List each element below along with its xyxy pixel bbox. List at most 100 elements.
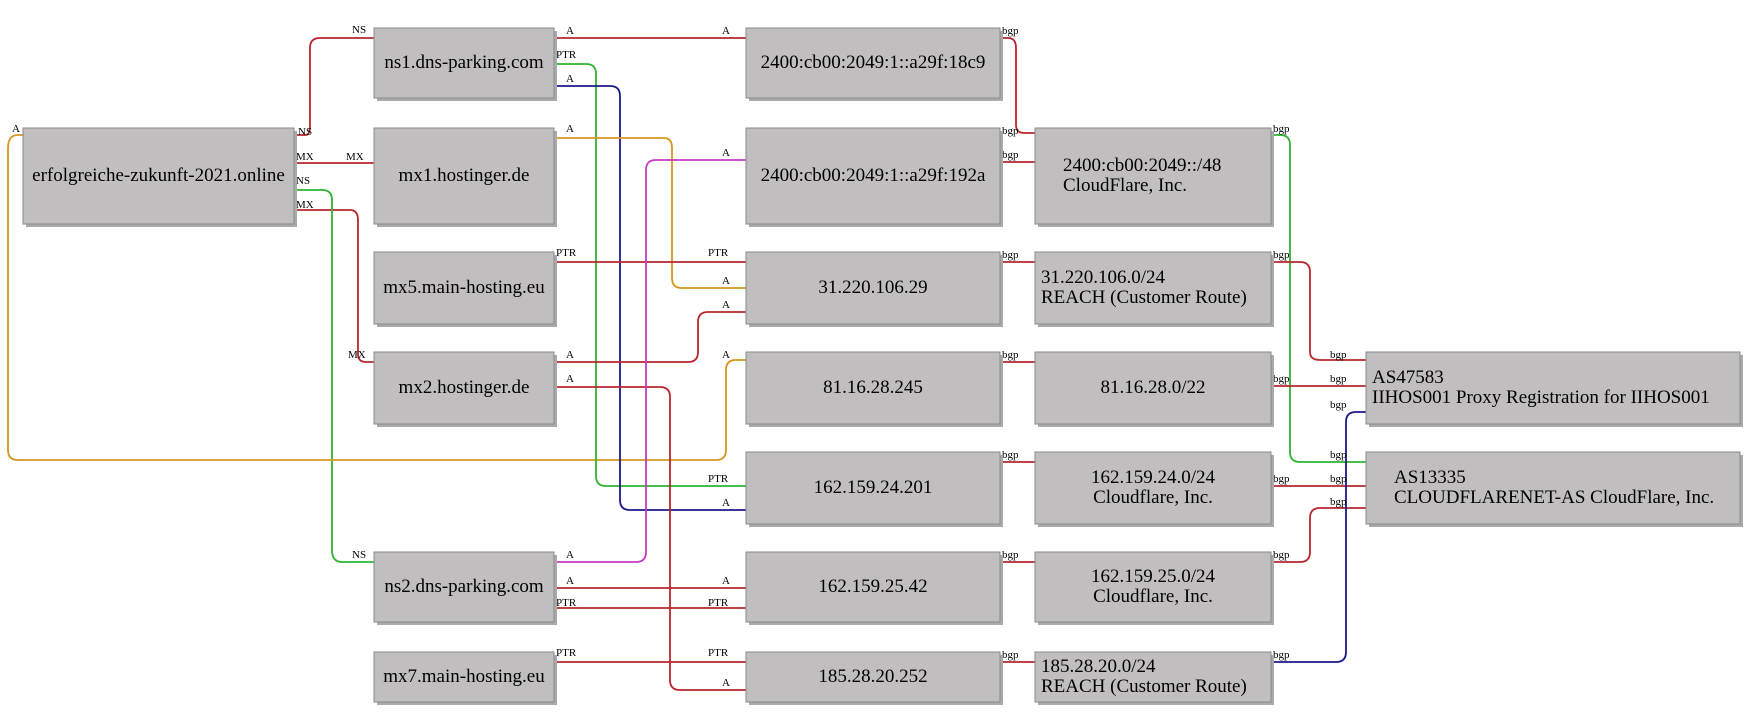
- edge-label: MX: [296, 151, 314, 163]
- node-box: [745, 551, 1001, 623]
- node-box: [1034, 451, 1272, 525]
- edge-label: A: [566, 373, 574, 385]
- node-label: AS13335: [1394, 467, 1466, 488]
- node-label: mx1.hostinger.de: [399, 165, 530, 186]
- edge-label: bgp: [1330, 473, 1347, 485]
- node-ns2[interactable]: ns2.dns-parking.com: [373, 551, 557, 625]
- edge-label: bgp: [1330, 496, 1347, 508]
- node-mx1[interactable]: mx1.hostinger.de: [373, 127, 557, 227]
- node-ip31[interactable]: 31.220.106.29: [745, 251, 1003, 327]
- edge-domain-to-mx2: [294, 209, 374, 363]
- node-mx5[interactable]: mx5.main-hosting.eu: [373, 251, 557, 327]
- node-label: 185.28.20.252: [818, 666, 927, 687]
- edge-label: bgp: [1273, 123, 1290, 135]
- node-ip162a[interactable]: 162.159.24.201: [745, 451, 1003, 527]
- edge-label: NS: [352, 24, 366, 36]
- node-label: 2400:cb00:2049:1::a29f:192a: [761, 165, 986, 186]
- edge-pfx162b-to-as13335: [1271, 507, 1366, 563]
- node-domain[interactable]: erfolgreiche-zukunft-2021.online: [22, 127, 297, 227]
- edge-label: PTR: [556, 647, 577, 659]
- edge-label: A: [566, 575, 574, 587]
- edge-label: bgp: [1002, 125, 1019, 137]
- node-box: [22, 127, 295, 225]
- edge-label: bgp: [1002, 249, 1019, 261]
- node-ip6b[interactable]: 2400:cb00:2049:1::a29f:192a: [745, 127, 1003, 227]
- edge-domain-to-ns2: [294, 189, 374, 563]
- node-label: 162.159.24.0/24: [1091, 467, 1216, 488]
- edge-label: NS: [296, 175, 310, 187]
- edge-mx2-to-ip185: [554, 386, 746, 691]
- edge-label: PTR: [556, 247, 577, 259]
- node-ip81[interactable]: 81.16.28.245: [745, 351, 1003, 427]
- node-label: 2400:cb00:2049::/48: [1063, 155, 1221, 176]
- node-mx2[interactable]: mx2.hostinger.de: [373, 351, 557, 427]
- edge-label: A: [722, 275, 730, 287]
- node-box: [1034, 127, 1272, 225]
- node-mx7[interactable]: mx7.main-hosting.eu: [373, 651, 557, 705]
- edge-mx2-to-ip31: [554, 311, 746, 363]
- edge-label: bgp: [1330, 349, 1347, 361]
- edge-label: bgp: [1273, 473, 1290, 485]
- node-ns1[interactable]: ns1.dns-parking.com: [373, 27, 557, 101]
- node-box: [373, 651, 555, 703]
- node-box: [745, 351, 1001, 425]
- edge-label: NS: [352, 549, 366, 561]
- edge-label: A: [722, 299, 730, 311]
- node-label: 31.220.106.29: [818, 277, 927, 298]
- node-pfx81[interactable]: 81.16.28.0/22: [1034, 351, 1274, 427]
- node-label: 2400:cb00:2049:1::a29f:18c9: [761, 52, 986, 73]
- node-label: 162.159.25.42: [818, 576, 927, 597]
- node-box: [745, 251, 1001, 325]
- edge-label: PTR: [708, 247, 729, 259]
- node-layer: erfolgreiche-zukunft-2021.online ns1.dns-…: [22, 27, 1743, 705]
- node-ip162b[interactable]: 162.159.25.42: [745, 551, 1003, 625]
- node-ip185[interactable]: 185.28.20.252: [745, 651, 1003, 705]
- node-label: AS47583: [1372, 367, 1444, 388]
- edge-label: bgp: [1330, 399, 1347, 411]
- edge-label: bgp: [1273, 549, 1290, 561]
- edge-label: A: [722, 349, 730, 361]
- edge-ip6a-to-pfx6: [1000, 37, 1035, 134]
- node-box: [1034, 551, 1272, 623]
- edge-label: A: [722, 147, 730, 159]
- edge-label: bgp: [1273, 649, 1290, 661]
- edge-layer: [7, 37, 1366, 691]
- node-box: [745, 451, 1001, 525]
- edge-pfx31-to-as47583: [1271, 261, 1366, 361]
- node-ip6a[interactable]: 2400:cb00:2049:1::a29f:18c9: [745, 27, 1003, 101]
- node-label: mx7.main-hosting.eu: [383, 666, 545, 687]
- edge-label: A: [566, 73, 574, 85]
- edge-pfx185-to-as47583: [1271, 411, 1366, 663]
- node-label: REACH (Customer Route): [1041, 676, 1247, 697]
- edge-label: MX: [348, 349, 366, 361]
- node-label: mx2.hostinger.de: [399, 377, 530, 398]
- edge-label: PTR: [556, 49, 577, 61]
- node-label: 31.220.106.0/24: [1041, 267, 1166, 288]
- edge-ns1-to-ip162a: [554, 85, 746, 511]
- edge-label: bgp: [1002, 349, 1019, 361]
- edge-label: PTR: [708, 597, 729, 609]
- edge-label: bgp: [1002, 25, 1019, 37]
- node-box: [373, 127, 555, 225]
- edge-label: bgp: [1002, 149, 1019, 161]
- node-label: 162.159.25.0/24: [1091, 566, 1216, 587]
- node-label: 162.159.24.201: [814, 477, 933, 498]
- node-label: CLOUDFLARENET-AS CloudFlare, Inc.: [1394, 487, 1714, 508]
- edge-label: A: [566, 549, 574, 561]
- node-box: [373, 27, 555, 99]
- node-label: erfolgreiche-zukunft-2021.online: [32, 165, 285, 186]
- node-label: REACH (Customer Route): [1041, 287, 1247, 308]
- edge-label: A: [566, 123, 574, 135]
- node-box: [1034, 251, 1272, 325]
- node-label: 185.28.20.0/24: [1041, 656, 1156, 677]
- node-box: [1365, 351, 1741, 425]
- edge-label: A: [722, 497, 730, 509]
